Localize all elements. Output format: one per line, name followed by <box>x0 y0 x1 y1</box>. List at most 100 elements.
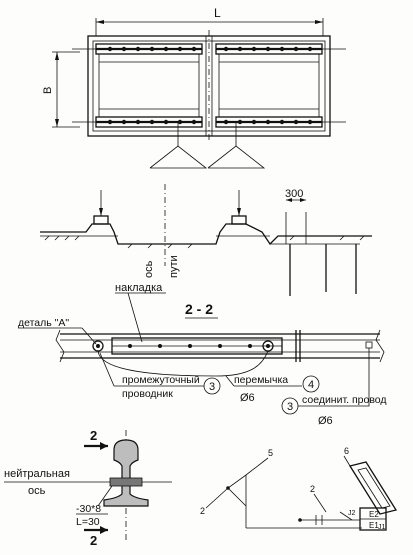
intermediate-label-2: проводник <box>122 388 173 400</box>
bolt <box>307 46 313 52</box>
cut-arrow-bottom <box>100 526 108 534</box>
dim-l-label: L <box>214 6 221 20</box>
rail-break-left <box>55 329 65 363</box>
plan-bolts-top <box>107 46 313 52</box>
intermediate-leader <box>99 352 115 387</box>
callout-5-leader <box>245 457 269 476</box>
terminal-j2: J2 <box>348 510 356 517</box>
plan-bolts-bottom <box>107 119 313 125</box>
bolt <box>218 344 222 348</box>
cut-mark-bottom: 2 <box>90 533 97 548</box>
bolt <box>188 344 192 348</box>
hatch <box>187 243 193 249</box>
hatch <box>167 243 173 249</box>
bolt <box>149 46 155 52</box>
rail-profile-detail: 2 2 нейтральная ось -30*8 L=30 <box>4 428 172 548</box>
ground-profile <box>40 223 372 246</box>
section-2-2: 2 - 2 накладка деталь "А" <box>18 282 387 427</box>
jumper-label: перемычка <box>234 374 288 386</box>
bolt <box>135 119 141 125</box>
strip-size: -30*8 <box>76 503 101 515</box>
bolt <box>279 119 285 125</box>
dim-300-label: 300 <box>285 188 303 200</box>
detail-leader <box>81 327 97 345</box>
callout-2b-leader <box>313 493 327 513</box>
bolt <box>149 119 155 125</box>
bolt <box>248 344 252 348</box>
ground-hatch <box>44 235 365 249</box>
bolt <box>128 344 132 348</box>
callout-3b-num: 3 <box>287 401 293 413</box>
plate-label: накладка <box>115 282 163 294</box>
connection-schematic: 5 2 6 E2 E1 J1 J2 2 <box>200 446 398 531</box>
terminal-e1: E1 <box>369 521 379 530</box>
jumper-wire <box>97 350 269 377</box>
dim-300-arrow-left <box>286 198 292 202</box>
connector-wire <box>298 348 370 407</box>
callout-3a-num: 3 <box>209 381 215 393</box>
bolt <box>135 46 141 52</box>
detail-a-dot-right <box>266 344 270 348</box>
bolt <box>121 119 127 125</box>
dim-l-arrow-right <box>315 20 323 24</box>
rail-profile-shape <box>103 439 149 507</box>
ground-triangle-2 <box>207 145 266 169</box>
detail-a-dot-left <box>96 344 100 348</box>
cut-mark-top: 2 <box>90 428 97 443</box>
bolt <box>163 46 169 52</box>
cut-arrow-top <box>100 442 108 450</box>
callout-2b: 2 <box>310 484 315 494</box>
intermediate-label-1: промежуточный <box>122 374 200 386</box>
callout-6: 6 <box>344 446 349 456</box>
ground-triangle-1 <box>149 145 208 169</box>
callout-2a-leader <box>205 487 229 509</box>
bolt <box>223 46 229 52</box>
jumper-leader <box>225 375 235 387</box>
bolt <box>293 119 299 125</box>
hatch <box>64 235 70 241</box>
bolt <box>177 119 183 125</box>
dim-b-arrow-bottom <box>55 119 59 127</box>
hatch <box>289 235 295 241</box>
bolt <box>191 46 197 52</box>
bolt <box>237 119 243 125</box>
bolt <box>121 46 127 52</box>
callout-5: 5 <box>268 448 273 458</box>
strip-leader <box>97 485 113 507</box>
track-section: ось пути 300 <box>40 184 372 296</box>
hatch <box>339 235 345 241</box>
neutral-label-1: нейтральная <box>4 468 70 480</box>
bolt <box>191 119 197 125</box>
strip-plate <box>109 477 143 487</box>
section-rail-right <box>231 215 247 225</box>
probe-bend <box>339 511 353 521</box>
hatch <box>127 243 133 249</box>
callout-4-num: 4 <box>308 379 314 391</box>
rail-arrow-left <box>99 208 103 216</box>
callout-circle-3b <box>281 397 299 415</box>
connector-dia: Ø6 <box>318 415 333 427</box>
terminal-e2: E2 <box>369 510 379 519</box>
rail-arrow-right <box>237 208 241 216</box>
hatch <box>359 235 365 241</box>
bolt <box>237 46 243 52</box>
axis-label-1: ось <box>143 260 155 278</box>
dim-300-arrow-right <box>300 198 306 202</box>
bolt <box>223 119 229 125</box>
callout-2a: 2 <box>200 506 205 516</box>
bolt <box>177 46 183 52</box>
dim-b-arrow-top <box>55 52 59 60</box>
axis-label-2: пути <box>168 255 180 278</box>
hatch <box>74 235 80 241</box>
connector-label: соединит. провод <box>302 394 387 406</box>
device-6-box <box>348 461 398 515</box>
bolt <box>307 119 313 125</box>
callout-6-leader <box>343 455 351 467</box>
hatch <box>147 243 153 249</box>
callout-circle-3a <box>203 377 221 395</box>
hatch <box>54 235 60 241</box>
bolt <box>251 46 257 52</box>
section-rail-left <box>93 215 109 225</box>
bolt <box>163 119 169 125</box>
